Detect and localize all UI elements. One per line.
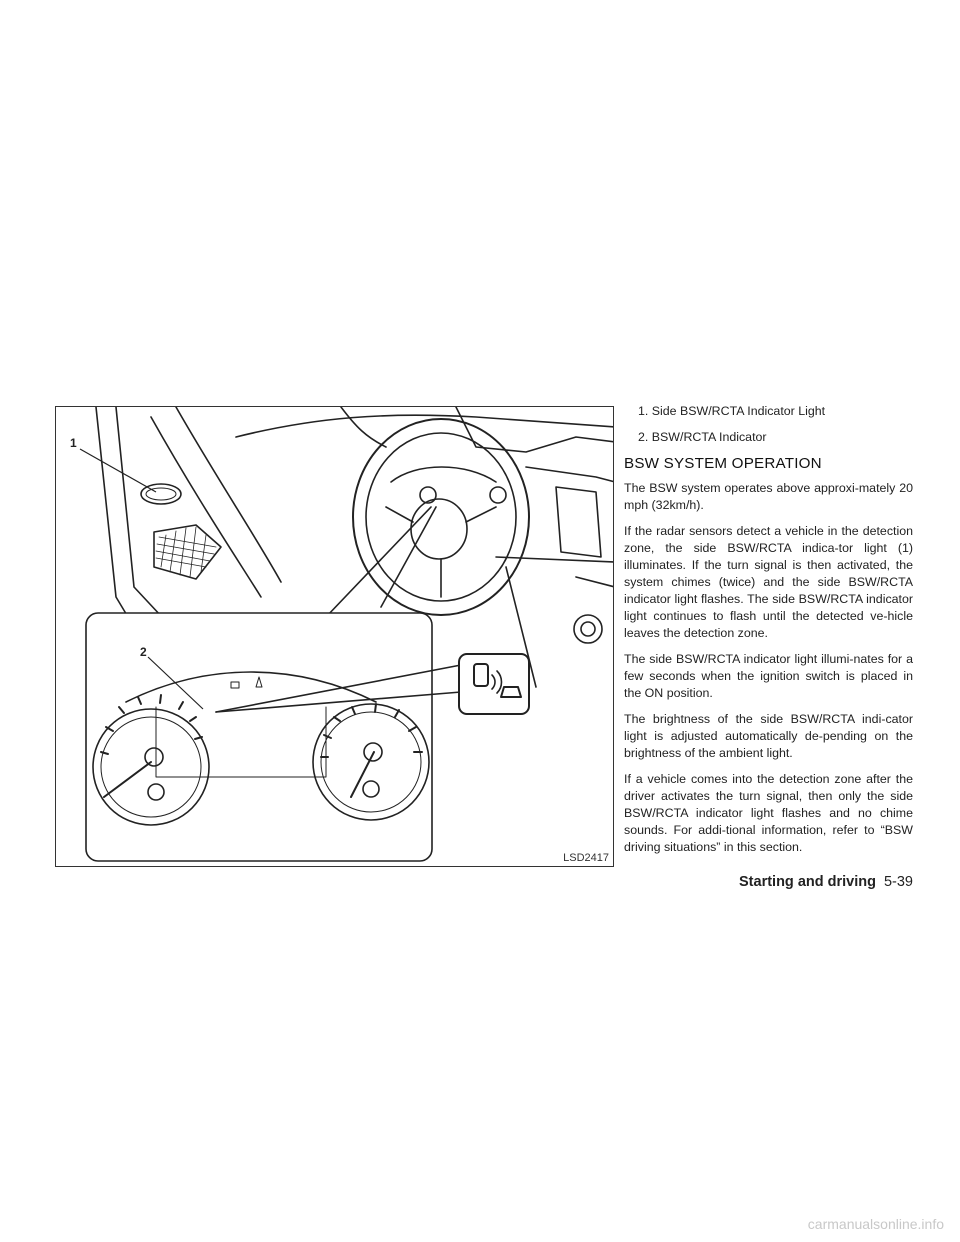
callout-1: 1 (70, 436, 77, 450)
paragraph: The brightness of the side BSW/RCTA indi… (624, 712, 913, 760)
figure-legend: 1. Side BSW/RCTA Indicator Light 2. BSW/… (624, 403, 913, 445)
paragraph: If a vehicle comes into the detection zo… (624, 772, 913, 854)
watermark: carmanualsonline.info (807, 1216, 944, 1232)
illustration-figure: 1 2 LSD2417 (55, 406, 614, 867)
dashboard-illustration: 1 2 (70, 407, 613, 862)
figure-code: LSD2417 (563, 852, 609, 864)
legend-item: 1. Side BSW/RCTA Indicator Light (638, 404, 826, 418)
legend-item: 2. BSW/RCTA Indicator (638, 430, 767, 444)
page-number: 5-39 (883, 874, 913, 890)
section-heading: BSW SYSTEM OPERATION (624, 455, 822, 472)
paragraph: If the radar sensors detect a vehicle in… (624, 524, 913, 640)
paragraph: The BSW system operates above approxi-ma… (624, 481, 913, 512)
text-column: 1. Side BSW/RCTA Indicator Light 2. BSW/… (624, 403, 913, 865)
paragraph: The side BSW/RCTA indicator light illumi… (624, 652, 913, 700)
footer-section-title: Starting and driving (739, 874, 876, 890)
callout-2: 2 (140, 645, 147, 659)
page-footer: Starting and driving 5-39 (703, 874, 913, 890)
